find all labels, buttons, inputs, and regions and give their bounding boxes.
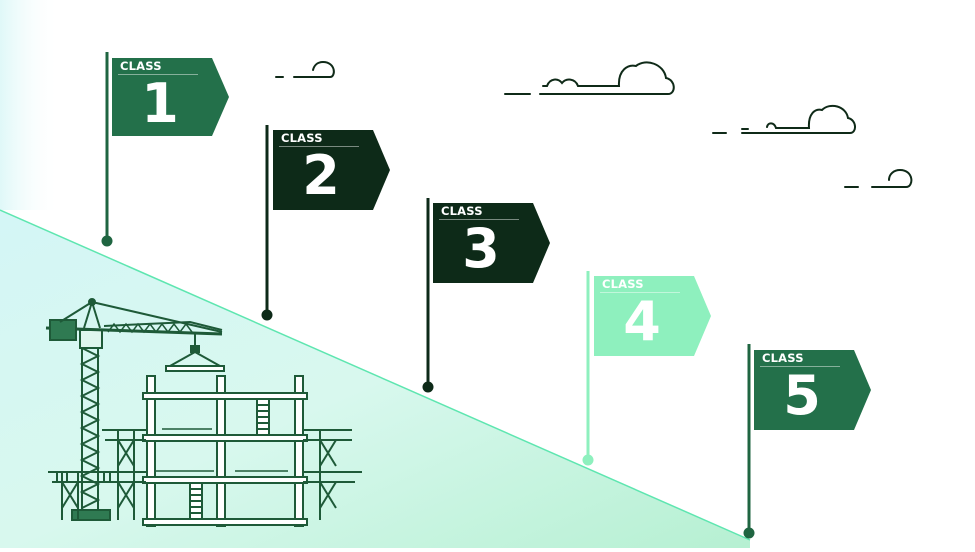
left-glow [0, 0, 60, 210]
flag-3 [422, 198, 550, 393]
building-frame-icon [142, 375, 308, 527]
flag-label: CLASS [441, 204, 483, 218]
flag-3-content: CLASS 3 [433, 203, 533, 283]
cloud-icon [275, 60, 335, 78]
flag-5-content: CLASS 5 [754, 350, 854, 430]
flag-banner [754, 350, 871, 430]
flag-number: 4 [623, 290, 661, 353]
flag-1-content: CLASS 1 [112, 58, 212, 136]
flag-pole-base [101, 235, 113, 247]
slope-line [0, 209, 751, 541]
flag-pole-base [582, 454, 594, 466]
cloud-icon [504, 61, 675, 95]
slope-ground [0, 210, 750, 548]
flag-5 [743, 344, 871, 539]
flag-banner [273, 130, 390, 210]
flag-divider [118, 74, 198, 75]
flag-divider [439, 219, 519, 220]
flag-number: 1 [141, 72, 179, 135]
flag-pole-base [261, 309, 273, 321]
flag-pole-base [422, 381, 434, 393]
cloud-icon [844, 168, 913, 188]
construction-illustration [45, 298, 362, 527]
flag-number: 2 [302, 144, 340, 207]
flag-label: CLASS [120, 59, 162, 73]
flag-banner [112, 58, 229, 136]
tower-crane-icon [45, 298, 225, 521]
flag-banner [433, 203, 550, 283]
flag-label: CLASS [762, 351, 804, 365]
flag-4 [582, 271, 711, 466]
flag-banner [594, 276, 711, 356]
flag-divider [279, 146, 359, 147]
flag-number: 3 [462, 217, 500, 280]
flag-number: 5 [783, 364, 821, 427]
flag-divider [760, 366, 840, 367]
flag-divider [600, 292, 680, 293]
flag-4-content: CLASS 4 [594, 276, 694, 356]
cloud-icon [712, 104, 856, 134]
flag-label: CLASS [281, 131, 323, 145]
flag-2-content: CLASS 2 [273, 130, 373, 210]
scaffolding-icon [48, 429, 362, 520]
flag-pole-base [743, 527, 755, 539]
flag-1 [101, 52, 229, 247]
flag-2 [261, 125, 390, 321]
flag-label: CLASS [602, 277, 644, 291]
